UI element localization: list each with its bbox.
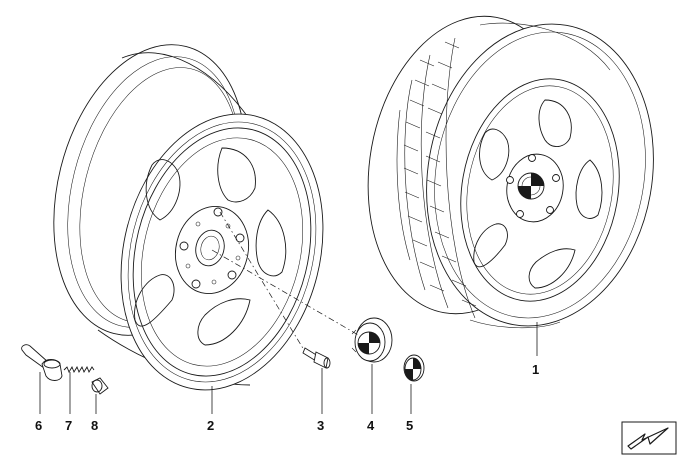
assembly-line-cap	[211, 249, 361, 337]
hub-cap	[351, 317, 393, 363]
wheel-bolt	[302, 347, 331, 369]
callout-4: 4	[367, 418, 375, 433]
complete-wheel-with-tyre	[367, 15, 654, 329]
callout-6: 6	[35, 418, 42, 433]
callout-7: 7	[65, 418, 72, 433]
valve-body	[21, 344, 63, 381]
callout-5: 5	[406, 418, 413, 433]
emblem	[403, 354, 425, 382]
arrow-icon[interactable]	[621, 421, 677, 455]
valve-spring	[63, 365, 95, 374]
callout-1: 1	[532, 362, 539, 377]
valve-cap	[91, 377, 109, 395]
callout-2: 2	[207, 418, 214, 433]
alloy-rim	[53, 44, 324, 391]
callout-8: 8	[91, 418, 98, 433]
callout-3: 3	[317, 418, 324, 433]
